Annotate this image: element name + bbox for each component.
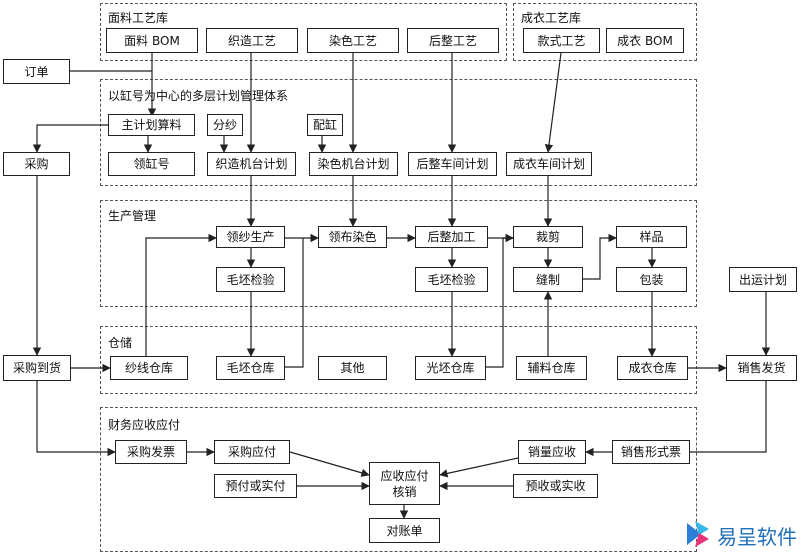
purchase-payable-box: 采购应付 — [214, 440, 290, 464]
accessory-warehouse-box: 辅料仓库 — [516, 356, 587, 380]
production-management-group — [100, 200, 697, 307]
garment-plan-box: 成衣车间计划 — [506, 152, 592, 176]
sales-proforma-invoice-box: 销售形式票 — [612, 440, 690, 464]
garment-warehouse-box: 成衣仓库 — [617, 356, 688, 380]
sales-receivable-box: 销量应收 — [518, 440, 586, 464]
finishing-plan-box: 后整车间计划 — [408, 152, 497, 176]
brand-logo-mark-icon — [687, 521, 709, 547]
order-box: 订单 — [3, 59, 70, 84]
garment-craft-library-label: 成衣工艺库 — [521, 11, 582, 25]
fabric-craft-library-group — [100, 3, 507, 61]
planning-system-label: 以缸号为中心的多层计划管理体系 — [108, 89, 289, 103]
yarn-production-box: 领纱生产 — [216, 226, 285, 248]
purchase-invoice-box: 采购发票 — [115, 440, 187, 464]
greige-inspection-box-2: 毛坯检验 — [415, 267, 488, 292]
brand-logo: 易呈软件 — [683, 517, 799, 553]
sales-shipment-box: 销售发货 — [726, 355, 797, 381]
yarn-allocation-box: 分纱 — [207, 114, 243, 136]
advance-or-received-box: 预收或实收 — [513, 474, 598, 498]
finance-group — [100, 407, 697, 552]
greige-inspection-box-1: 毛坯检验 — [216, 267, 285, 292]
planning-system-group — [100, 79, 697, 186]
weaving-plan-box: 织造机台计划 — [207, 152, 296, 176]
prepaid-or-paid-box: 预付或实付 — [214, 474, 297, 498]
purchase-box: 采购 — [3, 152, 70, 176]
sample-box: 样品 — [616, 226, 687, 248]
finance-label: 财务应收应付 — [108, 418, 181, 432]
finishing-process-box: 后整加工 — [415, 226, 488, 248]
reconciliation-statement-box: 对账单 — [369, 518, 440, 543]
finished-cloth-warehouse-box: 光坯仓库 — [415, 356, 486, 380]
shipping-plan-box: 出运计划 — [729, 267, 797, 292]
packaging-box: 包装 — [616, 267, 687, 292]
finishing-craft-box: 后整工艺 — [407, 28, 499, 53]
receivable-payable-settlement-box: 应收应付核销 — [369, 462, 440, 505]
warehouse-group — [100, 326, 697, 394]
dyeing-plan-box: 染色机台计划 — [309, 152, 398, 176]
garment-craft-library-group — [513, 3, 697, 61]
yarn-warehouse-box: 纱线仓库 — [110, 356, 188, 380]
vat-allocation-box: 配缸 — [307, 114, 343, 136]
garment-bom-box: 成衣 BOM — [606, 28, 684, 53]
purchase-arrival-box: 采购到货 — [3, 355, 71, 381]
cutting-box: 裁剪 — [513, 226, 583, 248]
greige-warehouse-box: 毛坯仓库 — [216, 356, 285, 380]
vat-number-box: 领缸号 — [108, 152, 195, 176]
brand-logo-text: 易呈软件 — [717, 525, 797, 549]
style-craft-box: 款式工艺 — [523, 28, 600, 53]
master-plan-calc-box: 主计划算料 — [108, 114, 195, 136]
sewing-box: 缝制 — [513, 267, 583, 292]
cloth-dyeing-box: 领布染色 — [318, 226, 387, 248]
fabric-bom-box: 面料 BOM — [106, 28, 198, 53]
other-warehouse-box: 其他 — [318, 356, 387, 380]
fabric-craft-library-label: 面料工艺库 — [108, 11, 169, 25]
dyeing-craft-box: 染色工艺 — [307, 28, 399, 53]
warehouse-label: 仓储 — [108, 336, 133, 350]
weaving-craft-box: 织造工艺 — [206, 28, 298, 53]
production-management-label: 生产管理 — [108, 209, 157, 223]
